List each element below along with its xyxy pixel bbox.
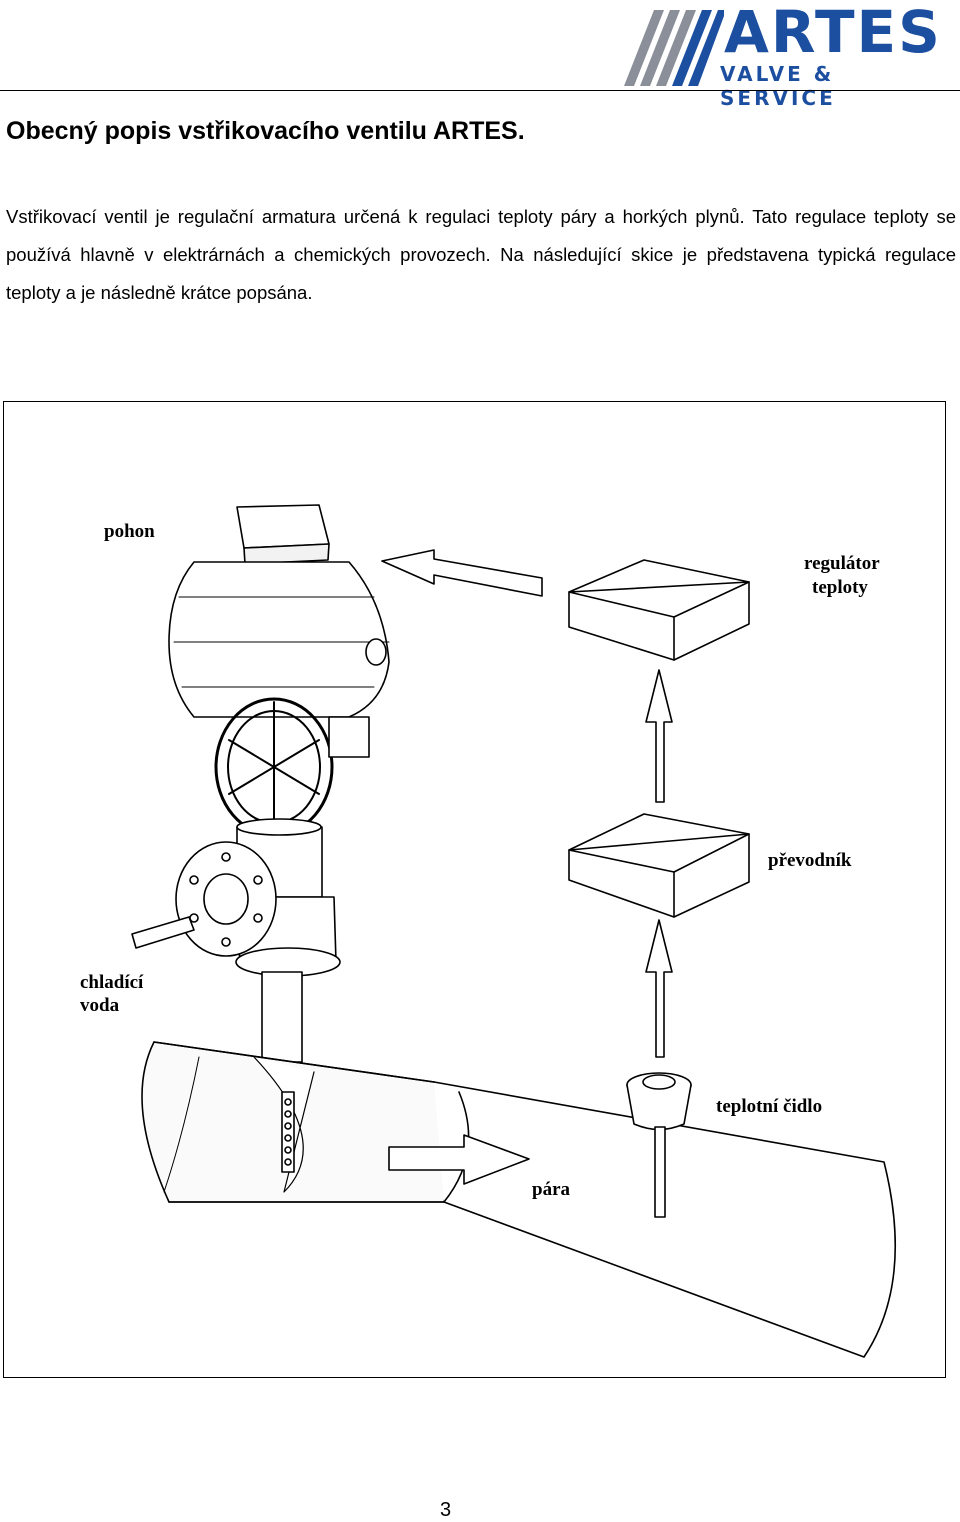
label-steam: pára (532, 1179, 570, 1200)
steam-pipe (141, 1041, 896, 1358)
inlet-flange (131, 841, 277, 957)
logo-tagline: VALVE & SERVICE (720, 62, 836, 110)
temperature-sensor (626, 1072, 692, 1218)
logo-stripes-icon (624, 10, 724, 86)
valve-sketch (131, 504, 896, 1358)
logo-wordmark: ARTES (724, 0, 942, 66)
page-number: 3 (440, 1499, 452, 1521)
label-transmitter: převodník (768, 850, 852, 871)
label-cooling-water-line2: voda (80, 995, 120, 1016)
label-controller-line1: regulátor (804, 553, 880, 574)
valve-diagram: pohon regulátor teploty převodník chladí… (3, 401, 946, 1378)
label-cooling-water-line1: chladící (80, 972, 144, 993)
handwheel (214, 697, 370, 837)
controller-box (568, 559, 750, 661)
intro-paragraph: Vstřikovací ventil je regulační armatura… (6, 206, 956, 303)
label-controller-line2: teploty (812, 577, 868, 598)
page-title: Obecný popis vstřikovacího ventilu ARTES… (6, 117, 525, 145)
label-actuator: pohon (104, 521, 155, 542)
header-divider (0, 90, 960, 91)
actuator-body (168, 561, 390, 718)
signal-arrow-lower (645, 919, 673, 1058)
command-arrow (381, 549, 543, 597)
steam-arrow (388, 1134, 530, 1185)
label-temperature-sensor: teplotní čidlo (716, 1096, 823, 1117)
spray-nozzle (281, 1091, 295, 1173)
artes-logo: ARTES VALVE & SERVICE (624, 0, 956, 110)
signal-arrow-upper (645, 669, 673, 803)
transmitter-box (568, 813, 750, 918)
